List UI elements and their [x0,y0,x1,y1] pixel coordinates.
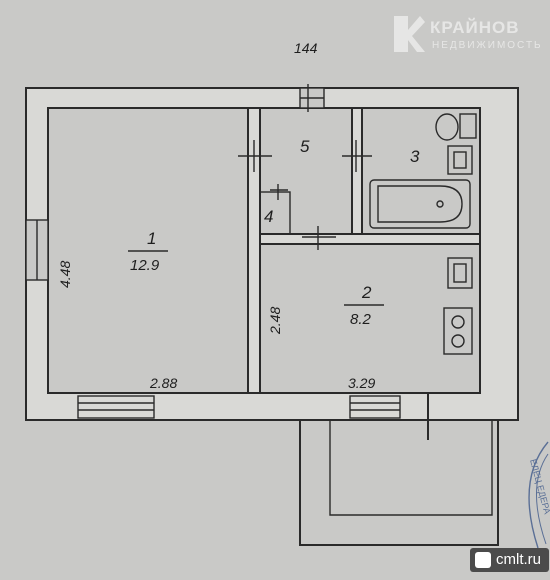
stamp-text: ЕЛЕЦ ЕДЕРА [528,458,550,515]
partition-3 [259,233,481,245]
toilet [435,113,459,141]
site-logo-icon [475,552,491,568]
room-4-number: 4 [264,207,273,226]
brand-name: КРАЙНОВ [430,18,520,37]
kitchen-sink [447,257,473,289]
bathtub [369,179,471,229]
wall-thickness-label: 144 [294,40,318,56]
stamp-seal: ЕЛЕЦ ЕДЕРА [528,441,550,549]
brand-logo-icon [394,16,425,52]
room-2-number: 2 [361,283,372,302]
window-bottom-left [77,395,155,419]
partition-1 [247,107,261,394]
balcony-inner [329,420,493,516]
partition-2 [351,107,363,237]
dim-room1-width: 2.88 [149,375,177,391]
dim-room2-width: 3.29 [348,375,375,391]
brand-watermark: КРАЙНОВ НЕДВИЖИМОСТЬ [388,10,541,58]
bathroom-sink [447,145,473,175]
closet-outline [259,191,291,235]
dim-room2-length: 2.48 [267,307,283,335]
dim-room1-length: 4.48 [57,261,73,288]
window-bottom-right [349,395,401,419]
room-1-number: 1 [147,229,156,248]
site-badge[interactable]: cmlt.ru [470,548,549,572]
room-1-area: 12.9 [130,257,160,274]
room-5-number: 5 [300,137,310,156]
room-2-area: 8.2 [350,311,372,328]
balcony-outline [299,420,499,546]
brand-subtitle: НЕДВИЖИМОСТЬ [432,40,543,51]
outer-wall [25,87,519,421]
stove [443,307,473,355]
room-3-number: 3 [410,147,420,166]
site-label: cmlt.ru [496,551,541,568]
